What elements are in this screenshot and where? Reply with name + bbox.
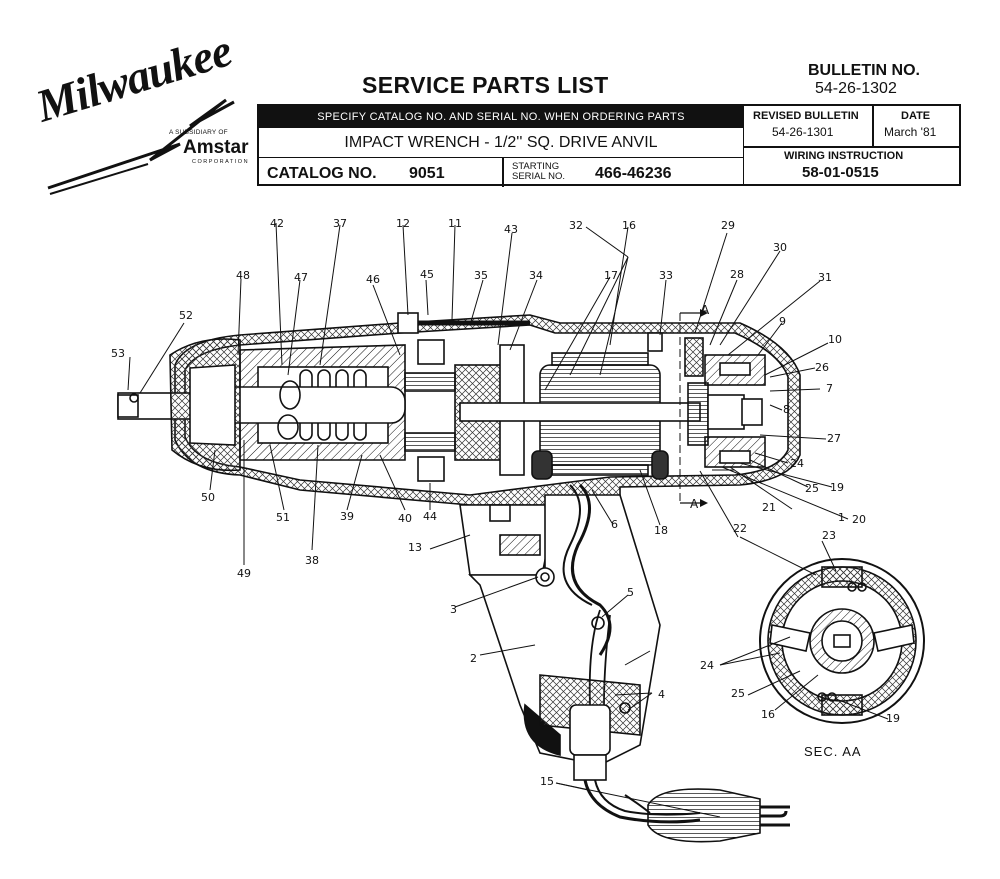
callout-49: 49: [237, 567, 251, 580]
catalog-label: CATALOG NO.: [267, 165, 377, 182]
callout-17: 17: [604, 269, 618, 282]
section-marker-bottom: A: [690, 497, 699, 511]
catalog-row: CATALOG NO. 9051 STARTING SERIAL NO. 466…: [259, 157, 743, 187]
callout-20: 20: [852, 513, 866, 526]
callout-11: 11: [448, 217, 462, 230]
callout-30: 30: [773, 241, 787, 254]
callout-24: 24: [790, 457, 804, 470]
housing-screw: [397, 312, 419, 334]
section-callout-24: 24: [700, 659, 714, 672]
callout-28: 28: [730, 268, 744, 281]
callout-42: 42: [270, 217, 284, 230]
ordering-note: SPECIFY CATALOG NO. AND SERIAL NO. WHEN …: [259, 106, 743, 128]
callout-12: 12: [396, 217, 410, 230]
callout-16: 16: [622, 219, 636, 232]
section-aa-view: [759, 558, 925, 724]
catalog-number: 9051: [409, 165, 445, 182]
callout-19: 19: [830, 481, 844, 494]
date-value: March '81: [884, 125, 937, 139]
callout-18: 18: [654, 524, 668, 537]
parts-list-form: SPECIFY CATALOG NO. AND SERIAL NO. WHEN …: [257, 104, 961, 187]
callout-15: 15: [540, 775, 554, 788]
callout-1: 1: [838, 511, 845, 524]
section-callout-16: 16: [761, 708, 775, 721]
callout-43: 43: [504, 223, 518, 236]
product-name: IMPACT WRENCH - 1/2'' SQ. DRIVE ANVIL: [344, 134, 658, 151]
date-divider: [872, 106, 874, 146]
section-marker-top: A: [701, 303, 710, 317]
logo-subsidiary: A SUBSIDIARY OF: [169, 129, 228, 136]
callout-7: 7: [826, 382, 833, 395]
callout-9: 9: [779, 315, 786, 328]
callout-26: 26: [815, 361, 829, 374]
callout-32: 32: [569, 219, 583, 232]
serial-number: 466-46236: [595, 165, 672, 182]
page-title: SERVICE PARTS LIST: [362, 72, 609, 98]
exploded-diagram: 1 2 3 4 5 6 7 8 9 10 11 12 13 15 16 17 1…: [0, 205, 1000, 879]
callout-13: 13: [408, 541, 422, 554]
bulletin-number: 54-26-1302: [815, 80, 897, 97]
impact-wrench-drawing: [117, 222, 925, 843]
milwaukee-logo: Milwaukee A SUBSIDIARY OF Amstar CORPORA…: [30, 24, 249, 200]
wiring-value: 58-01-0515: [802, 164, 879, 181]
section-callout-19: 19: [886, 712, 900, 725]
wiring-label: WIRING INSTRUCTION: [784, 150, 904, 162]
revised-value: 54-26-1301: [772, 125, 834, 139]
callout-44: 44: [423, 510, 437, 523]
section-callout-25: 25: [731, 687, 745, 700]
callout-31: 31: [818, 271, 832, 284]
callout-46: 46: [366, 273, 380, 286]
logo-corporation: CORPORATION: [192, 159, 250, 165]
section-aa-label: SEC. AA: [804, 744, 862, 759]
callout-48: 48: [236, 269, 250, 282]
callout-4: 4: [658, 688, 665, 701]
callout-6: 6: [611, 518, 618, 531]
callout-52: 52: [179, 309, 193, 322]
callout-21: 21: [762, 501, 776, 514]
callout-33: 33: [659, 269, 673, 282]
callout-45: 45: [420, 268, 434, 281]
callout-40: 40: [398, 512, 412, 525]
date-label: DATE: [901, 110, 931, 122]
callout-38: 38: [305, 554, 319, 567]
serial-label: STARTING SERIAL NO.: [512, 161, 565, 182]
callout-23: 23: [822, 529, 836, 542]
callout-50: 50: [201, 491, 215, 504]
callout-53: 53: [111, 347, 125, 360]
callout-2: 2: [470, 652, 477, 665]
wiring-divider: [744, 146, 960, 148]
strain-relief: [569, 704, 611, 756]
callout-37: 37: [333, 217, 347, 230]
callout-27: 27: [827, 432, 841, 445]
bulletin-label: BULLETIN NO.: [808, 62, 920, 79]
callout-22: 22: [733, 522, 747, 535]
callout-10: 10: [828, 333, 842, 346]
callout-25: 25: [805, 482, 819, 495]
right-panel: REVISED BULLETIN 54-26-1301 DATE March '…: [743, 106, 960, 184]
armature: [459, 352, 763, 476]
callout-8: 8: [783, 403, 790, 416]
callout-29: 29: [721, 219, 735, 232]
catalog-divider: [502, 158, 504, 187]
plug: [647, 788, 790, 843]
callout-3: 3: [450, 603, 457, 616]
callout-39: 39: [340, 510, 354, 523]
leader-lines: [127, 222, 889, 818]
callout-47: 47: [294, 271, 308, 284]
callout-5: 5: [627, 586, 634, 599]
lightning-bolt-icon: [47, 98, 235, 195]
callout-51: 51: [276, 511, 290, 524]
callout-35: 35: [474, 269, 488, 282]
logo-amstar: Amstar: [183, 137, 249, 158]
callout-34: 34: [529, 269, 543, 282]
revised-label: REVISED BULLETIN: [753, 110, 859, 122]
